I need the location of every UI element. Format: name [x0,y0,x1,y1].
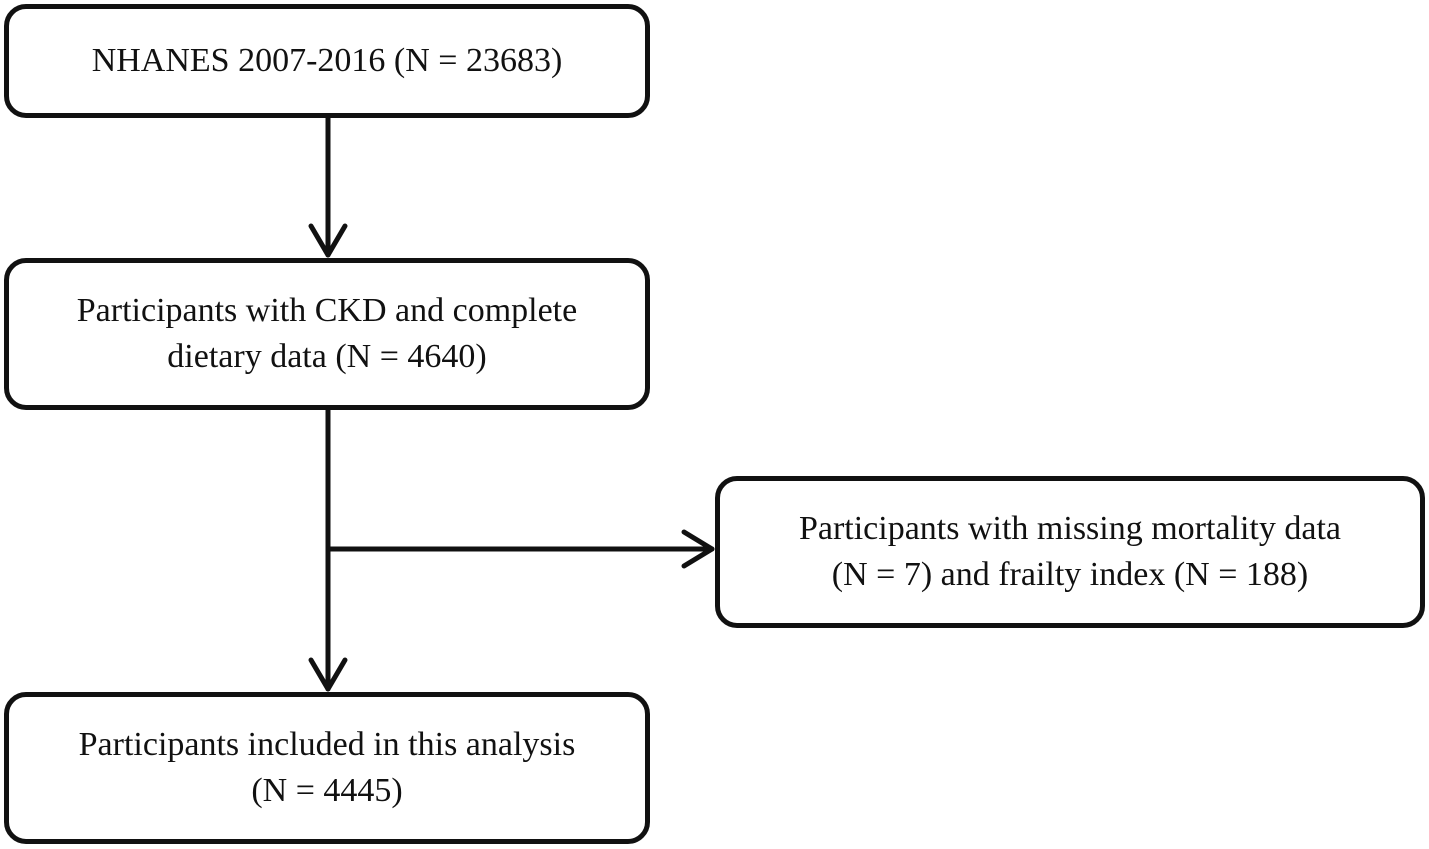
ckd-participants-line2: dietary data (N = 4640) [167,338,487,375]
ckd-participants-line1: Participants with CKD and complete [76,292,578,329]
arrow-ckd-to-excluded [325,529,715,569]
source-population-label: NHANES 2007-2016 (N = 23683) [91,42,563,79]
excluded-participants-box: Participants with missing mortality data… [715,476,1425,628]
final-sample-box: Participants included in this analysis (… [4,692,650,844]
final-sample-line2: (N = 4445) [251,772,403,809]
arrow-source-to-ckd [308,115,348,258]
source-population-box: NHANES 2007-2016 (N = 23683) [4,4,650,118]
excluded-participants-line2: (N = 7) and frailty index (N = 188) [831,556,1309,593]
ckd-participants-box: Participants with CKD and complete dieta… [4,258,650,410]
excluded-participants-line1: Participants with missing mortality data [798,510,1342,547]
final-sample-line1: Participants included in this analysis [78,726,576,763]
